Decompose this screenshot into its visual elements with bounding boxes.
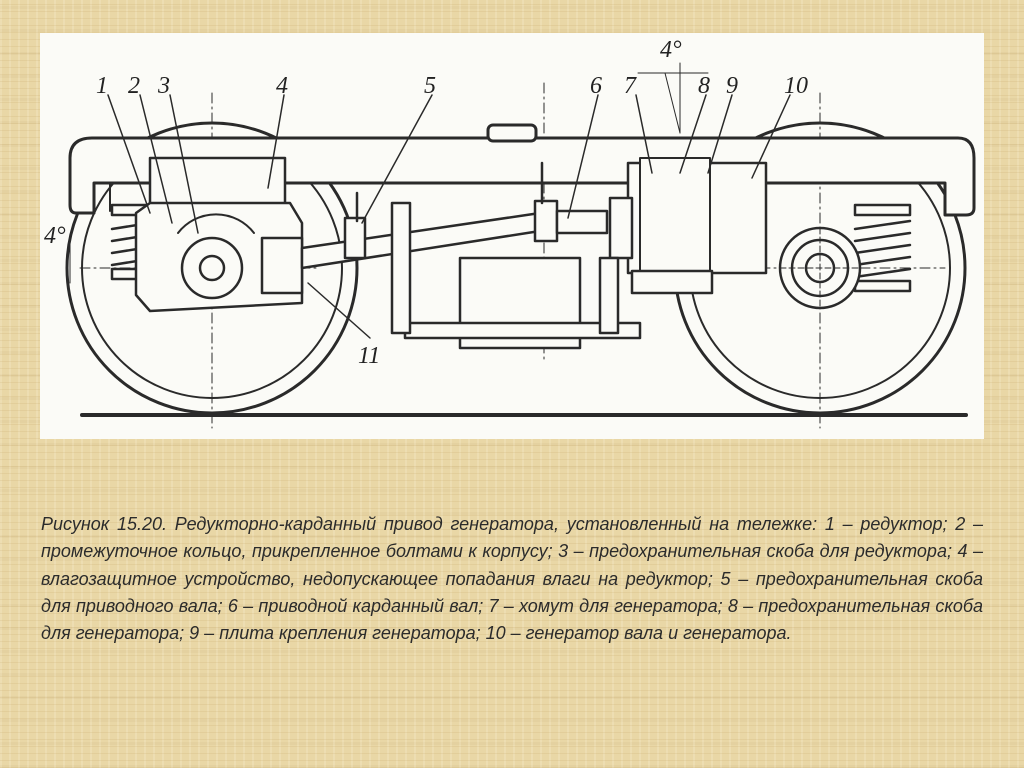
gearbox: [134, 156, 304, 313]
label-4: 4: [276, 73, 288, 99]
right-axle-box: [778, 226, 862, 310]
label-9: 9: [726, 73, 738, 99]
generator: [608, 157, 768, 295]
label-5: 5: [424, 73, 436, 99]
bogie-diagram: 1 2 3 4 5 6 7 8 9 10 11 4° 4°: [44, 37, 976, 429]
label-6: 6: [590, 73, 602, 99]
transom: [390, 201, 642, 350]
angle-label-left: 4°: [44, 223, 66, 249]
label-11: 11: [358, 343, 380, 369]
label-3: 3: [157, 73, 170, 99]
bogie-drawing: 1 2 3 4 5 6 7 8 9 10 11 4° 4°: [40, 33, 984, 439]
label-10: 10: [784, 73, 808, 99]
label-1: 1: [96, 73, 108, 99]
cardan-shaft: [300, 161, 609, 270]
part-labels: 1 2 3 4 5 6 7 8 9 10 11 4° 4°: [44, 37, 808, 369]
label-2: 2: [128, 73, 140, 99]
leader-lines: [69, 62, 791, 339]
right-spring: [853, 203, 912, 293]
label-8: 8: [698, 73, 710, 99]
angle-label-top: 4°: [660, 37, 682, 63]
label-7: 7: [624, 73, 637, 99]
figure-caption: Рисунок 15.20. Редукторно-карданный прив…: [41, 514, 983, 644]
